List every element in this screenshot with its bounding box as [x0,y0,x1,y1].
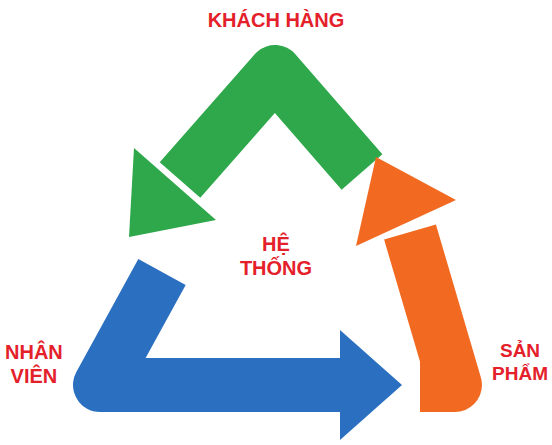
green-head [129,148,216,237]
orange-arrow [356,157,456,385]
center-label: HỆ THỐNG [240,232,312,280]
product-label: SẢN PHẨM [492,340,548,386]
blue-band [100,272,342,385]
blue-head [340,330,402,440]
green-band [180,72,362,180]
blue-arrow [100,272,402,440]
staff-label: NHÂN VIÊN [5,340,63,388]
green-arrow [129,72,362,237]
orange-head [356,157,456,246]
customer-label: KHÁCH HÀNG [208,8,345,32]
orange-band [410,232,455,385]
